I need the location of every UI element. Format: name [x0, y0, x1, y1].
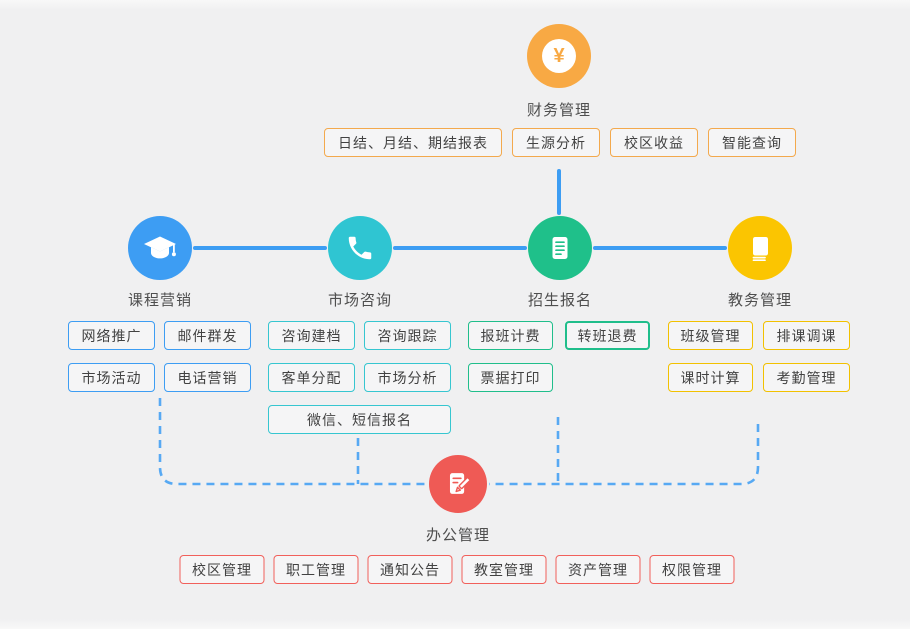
- feature-box-notice: 通知公告: [367, 555, 453, 584]
- course-feature-column: 网络推广 邮件群发 市场活动 电话营销: [68, 321, 251, 405]
- market-node-label: 市场咨询: [327, 292, 392, 309]
- feature-box-campus-revenue: 校区收益: [610, 128, 698, 157]
- feature-box-reports: 日结、月结、期结报表: [324, 128, 502, 157]
- feature-box-hour-calc: 课时计算: [668, 363, 753, 392]
- feature-box-wechat-sms-signup: 微信、短信报名: [268, 405, 451, 434]
- book-icon: [742, 230, 778, 266]
- feature-box-receipt-print: 票据打印: [468, 363, 553, 392]
- feature-box-web-promo: 网络推广: [68, 321, 155, 350]
- phone-icon: [345, 233, 375, 263]
- feature-box-staff-mgmt: 职工管理: [273, 555, 359, 584]
- office-node: [429, 455, 487, 513]
- academic-feature-column: 班级管理 排课调课 课时计算 考勤管理: [668, 321, 850, 405]
- academic-node-label: 教务管理: [727, 292, 792, 309]
- enroll-feature-column: 报班计费 转班退费 票据打印: [468, 321, 650, 405]
- academic-node: [728, 216, 792, 280]
- feature-box-class-mgmt: 班级管理: [668, 321, 753, 350]
- feature-box-lead-assign: 客单分配: [268, 363, 355, 392]
- feature-box-campus-mgmt: 校区管理: [179, 555, 265, 584]
- feature-box-class-billing: 报班计费: [468, 321, 553, 350]
- finance-feature-row: 日结、月结、期结报表 生源分析 校区收益 智能查询: [324, 128, 796, 157]
- feature-box-schedule-adjust: 排课调课: [763, 321, 850, 350]
- feature-box-classroom-mgmt: 教室管理: [461, 555, 547, 584]
- office-node-label: 办公管理: [425, 527, 490, 544]
- feature-box-transfer-refund: 转班退费: [565, 321, 650, 350]
- feature-box-email-blast: 邮件群发: [164, 321, 251, 350]
- course-node-label: 课程营销: [127, 292, 192, 309]
- feature-box-smart-query: 智能查询: [708, 128, 796, 157]
- connector-market-enroll: [393, 246, 527, 250]
- feature-box-consult-file: 咨询建档: [268, 321, 355, 350]
- feature-box-consult-track: 咨询跟踪: [364, 321, 451, 350]
- connector-finance-enroll: [557, 169, 561, 215]
- enroll-node: [528, 216, 592, 280]
- connector-course-market: [193, 246, 327, 250]
- document-pen-icon: [441, 467, 475, 501]
- graduation-cap-icon: [140, 228, 180, 268]
- feature-box-permission-mgmt: 权限管理: [649, 555, 735, 584]
- feature-box-source-analysis: 生源分析: [512, 128, 600, 157]
- feature-box-attendance: 考勤管理: [763, 363, 850, 392]
- feature-box-market-analysis: 市场分析: [364, 363, 451, 392]
- finance-node: ¥: [527, 24, 591, 88]
- yen-icon: ¥: [542, 39, 576, 73]
- market-node: [328, 216, 392, 280]
- document-list-icon: [542, 230, 578, 266]
- feature-box-tel-marketing: 电话营销: [164, 363, 251, 392]
- connector-enroll-academic: [593, 246, 727, 250]
- market-feature-column: 咨询建档 咨询跟踪 客单分配 市场分析 微信、短信报名: [268, 321, 451, 447]
- feature-box-asset-mgmt: 资产管理: [555, 555, 641, 584]
- feature-box-market-activity: 市场活动: [68, 363, 155, 392]
- enroll-node-label: 招生报名: [527, 292, 592, 309]
- finance-node-label: 财务管理: [526, 102, 591, 119]
- course-node: [128, 216, 192, 280]
- office-feature-row: 校区管理 职工管理 通知公告 教室管理 资产管理 权限管理: [179, 555, 735, 584]
